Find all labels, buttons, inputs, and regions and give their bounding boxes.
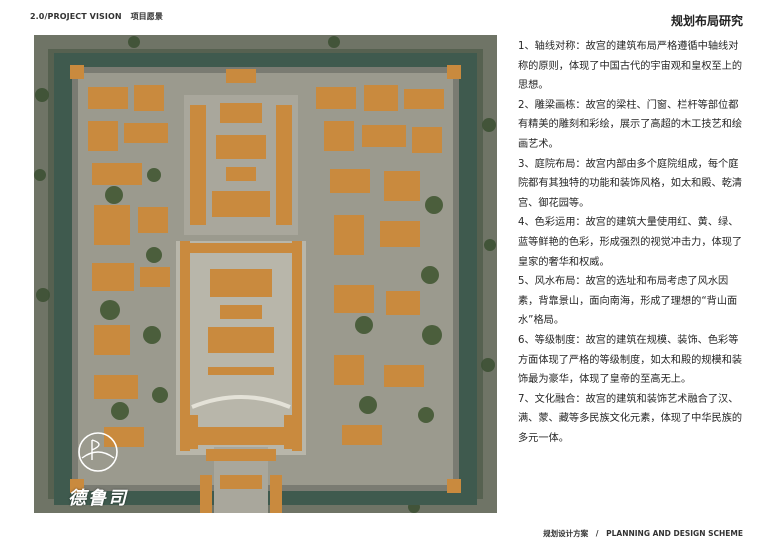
planning-points-list: 1、轴线对称：故宫的建筑布局严格遵循中轴线对称的原则，体现了中国古代的宇宙观和皇…	[518, 37, 746, 448]
footer-en: PLANNING AND DESIGN SCHEME	[606, 529, 743, 538]
list-item: 4、色彩运用：故宫的建筑大量使用红、黄、绿、蓝等鲜艳的色彩，形成强烈的视觉冲击力…	[518, 217, 743, 268]
list-item: 1、轴线对称：故宫的建筑布局严格遵循中轴线对称的原则，体现了中国古代的宇宙观和皇…	[518, 41, 743, 92]
list-item: 6、等级制度：故宫的建筑在规模、装饰、色彩等方面体现了严格的等级制度，如太和殿的…	[518, 334, 743, 386]
brand-logo: 德鲁司	[52, 428, 144, 510]
page-footer: 规划设计方案 / PLANNING AND DESIGN SCHEME	[543, 528, 743, 539]
list-item: 2、雕梁画栋：故宫的梁柱、门窗、栏杆等部位都有精美的雕刻和彩绘，展示了高超的木工…	[518, 99, 743, 150]
list-item: 3、庭院布局：故宫内部由多个庭院组成，每个庭院都有其独特的功能和装饰风格，如太和…	[518, 158, 743, 209]
list-item: 5、风水布局：故宫的选址和布局考虑了风水因素，背靠景山，面向南海，形成了理想的“…	[518, 276, 738, 327]
brand-logo-text: 德鲁司	[68, 488, 128, 509]
section-title: 2.0/PROJECT VISION	[30, 12, 122, 21]
footer-cn: 规划设计方案	[543, 529, 589, 538]
forbidden-city-aerial-image	[34, 35, 497, 513]
section-subtitle: 项目愿景	[130, 12, 163, 21]
page-title: 规划布局研究	[670, 14, 743, 28]
list-item: 7、文化融合：故宫的建筑和装饰艺术融合了汉、满、蒙、藏等多民族文化元素，体现了中…	[518, 393, 743, 444]
section-header: 2.0/PROJECT VISION 项目愿景	[30, 11, 163, 22]
footer-separator: /	[595, 529, 599, 538]
